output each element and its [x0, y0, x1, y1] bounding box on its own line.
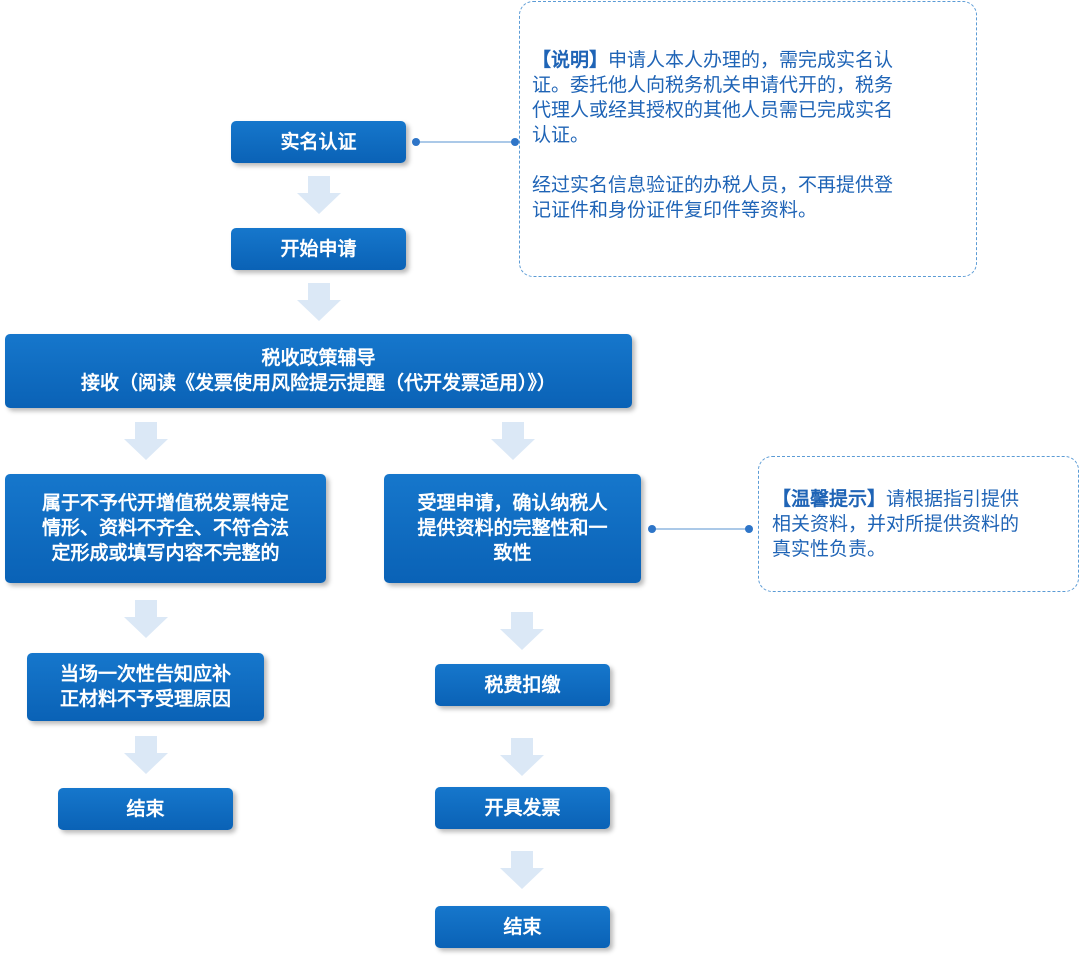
connector-dot	[511, 138, 519, 146]
note-line: 真实性负责。	[772, 538, 887, 560]
down-arrow-icon	[124, 422, 168, 460]
step-label: 税费扣缴	[484, 673, 561, 696]
step-end-right: 结束	[435, 906, 610, 948]
note-spacer	[532, 148, 976, 173]
step-policy-guidance: 税收政策辅导 接收（阅读《发票使用风险提示提醒（代开发票适用）》）	[5, 334, 632, 408]
step-issue-invoice: 开具发票	[435, 787, 610, 829]
note-heading: 【温馨提示】	[772, 488, 887, 510]
step-label-line: 接收（阅读《发票使用风险提示提醒（代开发票适用）》）	[80, 372, 556, 394]
step-label-line: 当场一次性告知应补	[59, 663, 231, 685]
step-label-line: 受理申请，确认纳税人	[417, 492, 608, 514]
step-end-left: 结束	[58, 788, 233, 830]
tip-note: 【温馨提示】请根据指引提供 相关资料，并对所提供资料的 真实性负责。	[758, 456, 1079, 592]
note-line: 认证。	[532, 124, 590, 146]
explanation-note: 【说明】申请人本人办理的，需完成实名认 证。委托他人向税务机关申请代开的，税务 …	[519, 1, 977, 277]
step-not-accepted-case: 属于不予代开增值税发票特定 情形、资料不齐全、不符合法 定形成或填写内容不完整的	[5, 474, 326, 583]
note-line: 代理人或经其授权的其他人员需已完成实名	[532, 99, 894, 121]
note-line: 相关资料，并对所提供资料的	[772, 513, 1020, 535]
connector-dot	[412, 138, 420, 146]
step-label-line: 正材料不予受理原因	[59, 688, 231, 710]
step-label-line: 税收政策辅导	[261, 347, 376, 369]
down-arrow-icon	[500, 738, 544, 776]
connector-dot	[648, 525, 656, 533]
note-line: 【说明】申请人本人办理的，需完成实名认	[532, 48, 976, 73]
note-line: 【温馨提示】请根据指引提供	[772, 487, 1078, 512]
down-arrow-icon	[500, 612, 544, 650]
down-arrow-icon	[491, 422, 535, 460]
step-label-line: 提供资料的完整性和一	[417, 517, 608, 539]
connector-dot	[745, 525, 753, 533]
down-arrow-icon	[500, 851, 544, 889]
note-line: 经过实名信息验证的办税人员，不再提供登	[532, 174, 894, 196]
step-label-line: 定形成或填写内容不完整的	[51, 542, 280, 564]
step-label-line: 情形、资料不齐全、不符合法	[41, 517, 289, 539]
down-arrow-icon	[124, 736, 168, 774]
note-line: 记证件和身份证件复印件等资料。	[532, 199, 818, 221]
step-accept-application: 受理申请，确认纳税人 提供资料的完整性和一 致性	[384, 474, 641, 583]
down-arrow-icon	[297, 283, 341, 321]
note-text: 请根据指引提供	[886, 488, 1020, 510]
step-notify-once: 当场一次性告知应补 正材料不予受理原因	[27, 653, 264, 721]
step-label: 结束	[126, 797, 165, 820]
note-line: 证。委托他人向税务机关申请代开的，税务	[532, 74, 894, 96]
note-heading: 【说明】	[532, 49, 609, 71]
step-start-application: 开始申请	[231, 228, 406, 270]
step-label: 结束	[503, 915, 542, 938]
step-label-line: 属于不予代开增值税发票特定	[41, 492, 289, 514]
step-label: 实名认证	[280, 130, 357, 153]
note-text: 申请人本人办理的，需完成实名认	[608, 49, 894, 71]
step-real-name-auth: 实名认证	[231, 121, 406, 163]
step-label: 开始申请	[280, 237, 357, 260]
down-arrow-icon	[297, 176, 341, 214]
step-label-line: 致性	[493, 542, 532, 564]
step-tax-withholding: 税费扣缴	[435, 664, 610, 706]
down-arrow-icon	[124, 600, 168, 638]
step-label: 开具发票	[484, 796, 561, 819]
